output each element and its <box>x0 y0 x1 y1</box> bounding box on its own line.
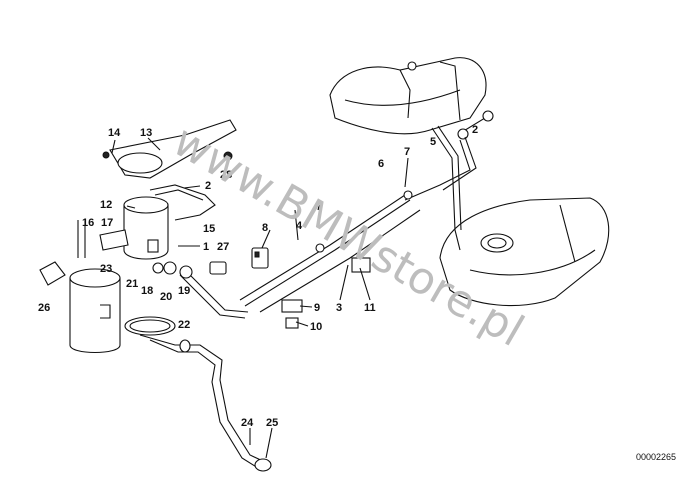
expansion-tank <box>439 197 610 307</box>
callout-17: 17 <box>101 217 113 229</box>
leader-lines <box>111 137 409 459</box>
callout-4: 4 <box>296 220 303 232</box>
callout-16: 16 <box>82 217 94 229</box>
callout-18: 18 <box>141 285 153 297</box>
callout-15: 15 <box>203 223 215 235</box>
callout-19: 19 <box>178 285 190 297</box>
diagram-code: 00002265 <box>636 452 676 462</box>
callout-11: 11 <box>364 302 376 314</box>
callout-23: 23 <box>100 263 112 275</box>
fuel-tank <box>329 57 487 135</box>
callout-22: 22 <box>178 319 190 331</box>
callout-7-b: 7 <box>404 146 410 158</box>
callout-6: 6 <box>378 158 384 170</box>
filter-sleeve <box>69 268 121 353</box>
callout-26: 26 <box>38 302 50 314</box>
callout-14: 14 <box>108 127 121 139</box>
small-parts <box>102 151 371 329</box>
callout-labels: 14 13 2 28 12 16 17 15 1 8 27 4 7 6 7 5 … <box>38 124 478 429</box>
fuel-lines <box>179 190 421 319</box>
callout-1: 1 <box>203 241 209 253</box>
callout-27: 27 <box>217 241 229 253</box>
callout-21: 21 <box>126 278 138 290</box>
callout-13: 13 <box>140 127 152 139</box>
callout-5: 5 <box>430 136 436 148</box>
callout-20: 20 <box>160 291 172 303</box>
callout-3: 3 <box>336 302 342 314</box>
vent-pipes <box>404 110 494 251</box>
callout-7-a: 7 <box>316 201 322 213</box>
charcoal-canister <box>39 119 237 286</box>
callout-28: 28 <box>220 169 232 181</box>
callout-25: 25 <box>266 417 278 429</box>
hose-assembly <box>124 316 272 472</box>
callout-12: 12 <box>100 199 112 211</box>
callout-8: 8 <box>262 222 268 234</box>
callout-2-b: 2 <box>472 124 478 136</box>
callout-9: 9 <box>314 302 320 314</box>
callout-24: 24 <box>241 417 254 429</box>
callout-2-a: 2 <box>205 180 211 192</box>
callout-10: 10 <box>310 321 322 333</box>
